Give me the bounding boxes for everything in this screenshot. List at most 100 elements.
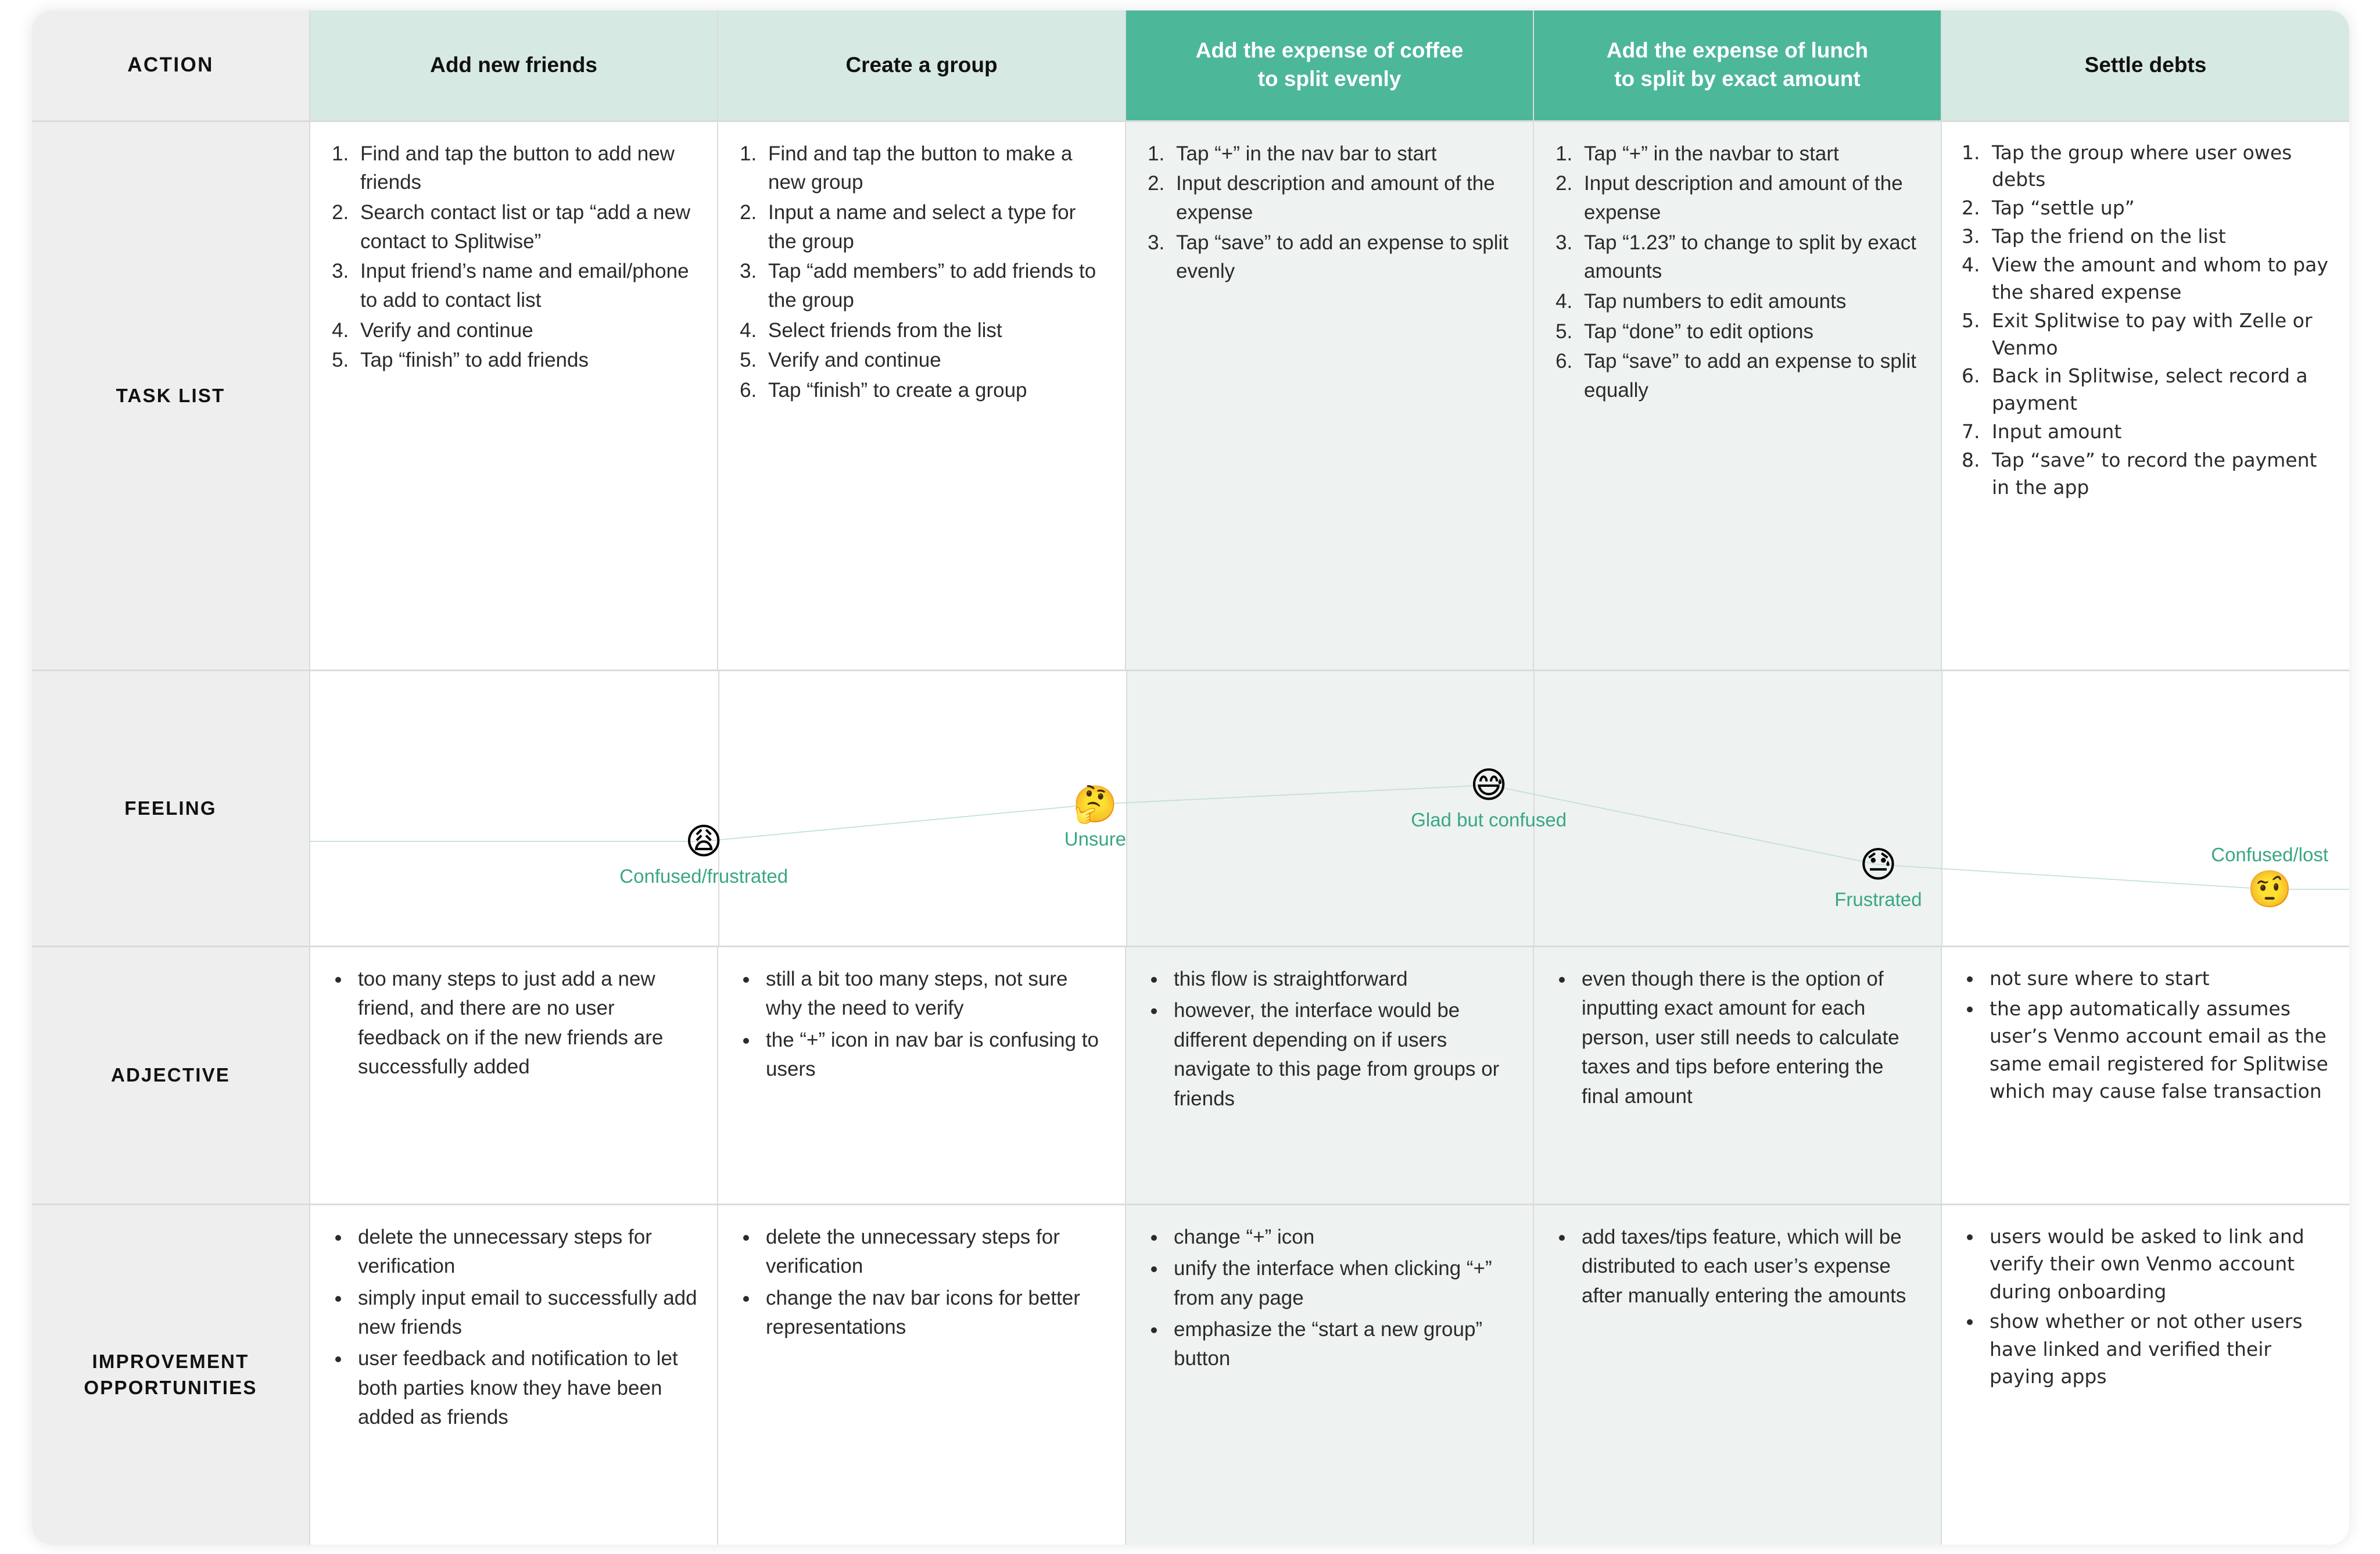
feeling-point-2: 🤔 Unsure xyxy=(1064,782,1126,848)
adjective-cell-5: not sure where to startthe app automatic… xyxy=(1941,946,2349,1205)
feeling-column-divider-4 xyxy=(1941,671,1943,946)
adjective-row: ADJECTIVE too many steps to just add a n… xyxy=(32,946,2349,1205)
task-list-5: Tap the group where user owes debtsTap “… xyxy=(1986,139,2329,502)
improvement-cell-3: change “+” iconunify the interface when … xyxy=(1126,1204,1534,1545)
list-item: Input description and amount of the expe… xyxy=(1578,169,1921,227)
feeling-chart-cell: 😩 Confused/frustrated 🤔 Unsure 😅Glad but con… xyxy=(310,670,2349,948)
feeling-label-3: Glad but confused xyxy=(1411,808,1567,830)
list-item: Tap “+” in the nav bar to start xyxy=(1170,139,1513,169)
adjective-list-1: too many steps to just add a new friend,… xyxy=(351,965,697,1082)
improvement-list-3: change “+” iconunify the interface when … xyxy=(1167,1223,1513,1374)
list-item: the “+” icon in nav bar is confusing to … xyxy=(759,1026,1105,1084)
feeling-point-4: 😓Frustrated xyxy=(1834,843,1922,909)
adjective-list-4: even though there is the option of input… xyxy=(1575,965,1921,1111)
feeling-label-5: Confused/lost xyxy=(2211,844,2329,866)
improvement-cell-1: delete the unnecessary steps for verific… xyxy=(310,1204,718,1545)
row-label-task-list: TASK LIST xyxy=(32,121,310,672)
list-item: show whether or not other users have lin… xyxy=(1983,1308,2329,1391)
list-item: Tap “save” to add an expense to split ev… xyxy=(1170,228,1513,286)
list-item: Verify and continue xyxy=(354,316,697,345)
list-item: Verify and continue xyxy=(762,346,1105,375)
list-item: Tap the group where user owes debts xyxy=(1986,139,2329,194)
list-item: Tap numbers to edit amounts xyxy=(1578,287,1921,316)
list-item: the app automatically assumes user’s Ven… xyxy=(1983,995,2329,1105)
task-list-row: TASK LIST Find and tap the button to add… xyxy=(32,121,2349,672)
list-item: Search contact list or tap “add a new co… xyxy=(354,198,697,256)
journey-map-table: ACTION Add new friends Create a group Ad… xyxy=(32,10,2349,1545)
feeling-row: FEELING 😩 Confused/frustrated 🤔 Unsure 😅Glad… xyxy=(32,670,2349,948)
feeling-point-1: 😩 Confused/frustrated xyxy=(619,819,788,886)
improvement-list-5: users would be asked to link and verify … xyxy=(1983,1223,2329,1391)
improvement-list-4: add taxes/tips feature, which will be di… xyxy=(1575,1223,1921,1310)
adjective-cell-4: even though there is the option of input… xyxy=(1533,946,1942,1205)
list-item: Input friend’s name and email/phone to a… xyxy=(354,257,697,314)
task-list-3: Tap “+” in the nav bar to startInput des… xyxy=(1170,139,1513,286)
task-list-cell-1: Find and tap the button to add new frien… xyxy=(310,121,718,672)
feeling-chart: 😩 Confused/frustrated 🤔 Unsure 😅Glad but con… xyxy=(310,671,2349,946)
list-item: View the amount and whom to pay the shar… xyxy=(1986,252,2329,306)
header-row: ACTION Add new friends Create a group Ad… xyxy=(32,10,2349,122)
feeling-point-5: 🤨Confused/lost xyxy=(2211,845,2328,911)
journey-map-board: ACTION Add new friends Create a group Ad… xyxy=(32,10,2349,1545)
list-item: change the nav bar icons for better repr… xyxy=(759,1284,1105,1342)
phase-header-1: Add new friends xyxy=(310,10,718,122)
list-item: change “+” icon xyxy=(1167,1223,1513,1252)
feeling-label-4: Frustrated xyxy=(1834,888,1922,910)
feeling-point-3: 😅Glad but confused xyxy=(1411,763,1567,829)
adjective-cell-2: still a bit too many steps, not sure why… xyxy=(718,946,1126,1205)
adjective-cell-1: too many steps to just add a new friend,… xyxy=(310,946,718,1205)
improvement-list-1: delete the unnecessary steps for verific… xyxy=(351,1223,697,1433)
row-label-feeling: FEELING xyxy=(32,670,310,948)
list-item: Tap “settle up” xyxy=(1986,195,2329,222)
list-item: unify the interface when clicking “+” fr… xyxy=(1167,1254,1513,1313)
list-item: Tap “done” to edit options xyxy=(1578,317,1921,346)
list-item: Tap the friend on the list xyxy=(1986,223,2329,250)
improvement-cell-5: users would be asked to link and verify … xyxy=(1941,1204,2349,1545)
task-list-4: Tap “+” in the navbar to startInput desc… xyxy=(1578,139,1921,405)
feeling-label-2: Unsure xyxy=(1064,828,1127,850)
phase-header-5: Settle debts xyxy=(1941,10,2349,122)
feeling-column-divider-2 xyxy=(1126,671,1127,946)
downcast-sweat-emoji: 😓 xyxy=(1859,843,1897,886)
raised-eyebrow-emoji: 🤨 xyxy=(2247,868,2292,911)
feeling-label-1: Confused/frustrated xyxy=(619,865,788,887)
list-item: users would be asked to link and verify … xyxy=(1983,1223,2329,1306)
list-item: Tap “1.23” to change to split by exact a… xyxy=(1578,228,1921,286)
adjective-cell-3: this flow is straightforwardhowever, the… xyxy=(1126,946,1534,1205)
task-list-cell-4: Tap “+” in the navbar to startInput desc… xyxy=(1533,121,1942,672)
list-item: this flow is straightforward xyxy=(1167,965,1513,994)
list-item: Back in Splitwise, select record a payme… xyxy=(1986,363,2329,417)
list-item: still a bit too many steps, not sure why… xyxy=(759,965,1105,1023)
adjective-list-2: still a bit too many steps, not sure why… xyxy=(759,965,1105,1084)
adjective-list-5: not sure where to startthe app automatic… xyxy=(1983,965,2329,1105)
task-list-1: Find and tap the button to add new frien… xyxy=(354,139,697,375)
list-item: Find and tap the button to add new frien… xyxy=(354,139,697,197)
list-item: Select friends from the list xyxy=(762,316,1105,345)
list-item: Tap “add members” to add friends to the … xyxy=(762,257,1105,314)
list-item: Tap “finish” to create a group xyxy=(762,376,1105,405)
improvement-list-2: delete the unnecessary steps for verific… xyxy=(759,1223,1105,1342)
column-header-action: ACTION xyxy=(32,10,310,122)
list-item: not sure where to start xyxy=(1983,965,2329,993)
weary-face-emoji: 😩 xyxy=(684,819,723,862)
task-list-cell-2: Find and tap the button to make a new gr… xyxy=(718,121,1126,672)
list-item: Tap “+” in the navbar to start xyxy=(1578,139,1921,169)
list-item: emphasize the “start a new group” button xyxy=(1167,1315,1513,1374)
list-item: delete the unnecessary steps for verific… xyxy=(351,1223,697,1281)
grinning-sweat-emoji: 😅 xyxy=(1469,763,1508,806)
task-list-cell-3: Tap “+” in the nav bar to startInput des… xyxy=(1126,121,1534,672)
thinking-face-emoji: 🤔 xyxy=(1073,782,1118,825)
list-item: Input description and amount of the expe… xyxy=(1170,169,1513,227)
list-item: Tap “save” to add an expense to split eq… xyxy=(1578,347,1921,404)
list-item: simply input email to successfully add n… xyxy=(351,1284,697,1342)
task-list-2: Find and tap the button to make a new gr… xyxy=(762,139,1105,405)
list-item: Exit Splitwise to pay with Zelle or Venm… xyxy=(1986,307,2329,362)
row-label-adjective: ADJECTIVE xyxy=(32,946,310,1205)
list-item: Input a name and select a type for the g… xyxy=(762,198,1105,256)
list-item: however, the interface would be differen… xyxy=(1167,996,1513,1113)
adjective-list-3: this flow is straightforwardhowever, the… xyxy=(1167,965,1513,1113)
list-item: user feedback and notification to let bo… xyxy=(351,1344,697,1432)
